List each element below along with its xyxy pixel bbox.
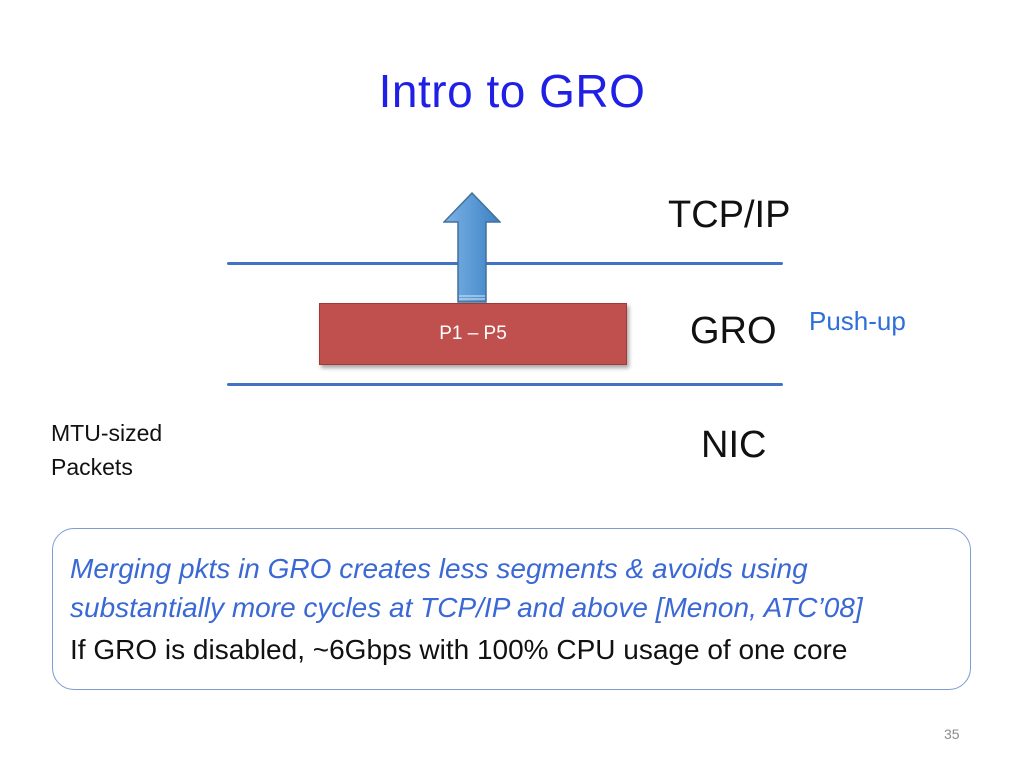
- up-arrow-icon: [443, 192, 501, 303]
- note-line-3: If GRO is disabled, ~6Gbps with 100% CPU…: [70, 634, 848, 665]
- note-line-1: Merging pkts in GRO creates less segment…: [70, 553, 808, 584]
- mtu-label-line2: Packets: [51, 454, 133, 480]
- tcp-ip-layer-label: TCP/IP: [668, 194, 791, 236]
- packet-box-label: P1 – P5: [439, 323, 507, 344]
- nic-layer-label: NIC: [701, 424, 767, 466]
- note-box: [52, 528, 971, 690]
- page-number: 35: [944, 726, 960, 742]
- tcp-gro-boundary-line: [227, 262, 783, 265]
- mtu-label-line1: MTU-sized: [51, 420, 163, 446]
- note-line-2: substantially more cycles at TCP/IP and …: [70, 592, 863, 623]
- gro-nic-boundary-line: [227, 383, 783, 386]
- mtu-packets-label: MTU-sized Packets: [51, 416, 162, 484]
- packet-box-p1-p5: P1 – P5: [319, 303, 627, 365]
- push-up-label: Push-up: [809, 306, 906, 336]
- slide-title: Intro to GRO: [378, 65, 646, 117]
- gro-layer-label: GRO: [690, 310, 777, 352]
